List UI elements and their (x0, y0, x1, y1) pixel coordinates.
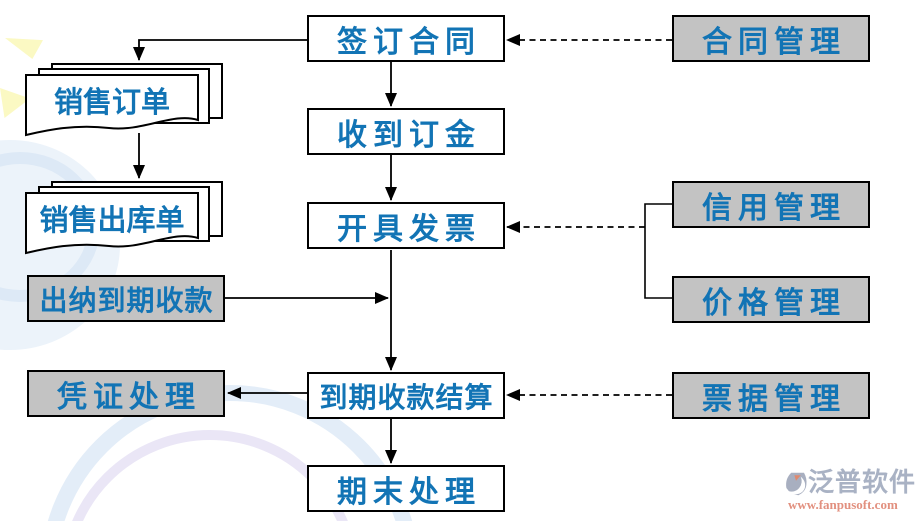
node-label: 到期收款结算 (319, 382, 494, 414)
document-shape (25, 192, 199, 255)
node-issue-invoice: 开具发票 (307, 202, 505, 249)
node-cashier-due-collection: 出纳到期收款 (27, 275, 225, 322)
node-sign-contract: 签订合同 (307, 15, 505, 62)
node-receive-deposit: 收到订金 (307, 108, 505, 155)
node-label: 合同管理 (702, 25, 846, 59)
doc-sales-order: 销售订单 (25, 61, 225, 141)
fanpu-watermark: 泛普软件 www.fanpusoft.com (784, 468, 916, 512)
node-label: 票据管理 (702, 382, 846, 416)
node-label: 期末处理 (337, 475, 481, 509)
brand-name: 泛普软件 (807, 468, 916, 497)
node-label: 出纳到期收款 (39, 285, 214, 317)
node-due-settlement: 到期收款结算 (307, 372, 505, 419)
document-label: 销售出库单 (39, 205, 185, 237)
node-price-management: 价格管理 (672, 276, 870, 323)
document-shape (25, 74, 199, 137)
node-period-end: 期末处理 (307, 465, 505, 512)
node-label: 开具发票 (337, 212, 481, 246)
node-label: 收到订金 (337, 118, 481, 152)
node-label: 凭证处理 (57, 380, 201, 414)
node-voucher-processing: 凭证处理 (27, 370, 225, 417)
node-label: 签订合同 (337, 25, 481, 59)
document-label: 销售订单 (53, 87, 170, 119)
fanpu-logo-icon (786, 472, 807, 496)
doc-sales-outbound: 销售出库单 (25, 179, 225, 259)
node-contract-management: 合同管理 (672, 15, 870, 62)
node-label: 信用管理 (702, 191, 846, 225)
node-label: 价格管理 (702, 286, 846, 320)
node-credit-management: 信用管理 (672, 181, 870, 228)
node-bill-management: 票据管理 (672, 372, 870, 419)
brand-url: www.fanpusoft.com (788, 497, 898, 512)
